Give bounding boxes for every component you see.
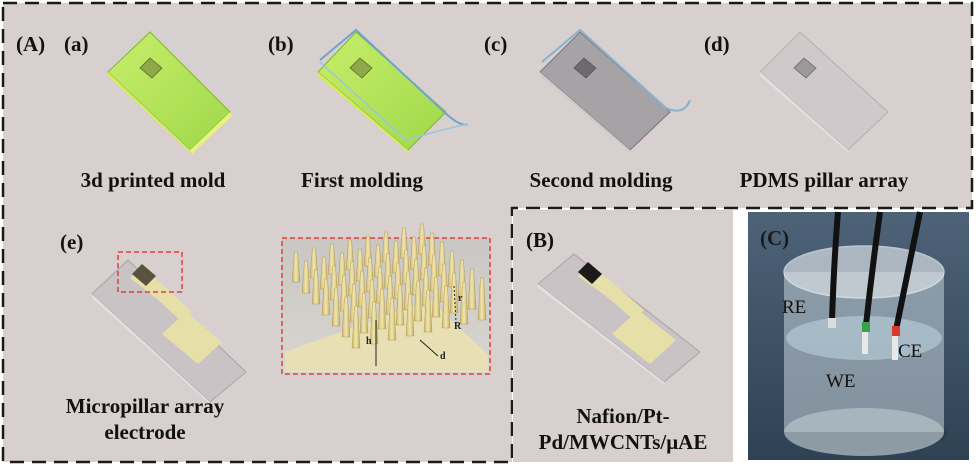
micropillar	[413, 280, 423, 322]
micropillar	[311, 269, 321, 305]
micropillar-electrode-illustration	[91, 251, 247, 406]
micropillar	[321, 278, 331, 316]
micropillar	[291, 251, 301, 283]
panel-label-C: (C)	[760, 226, 790, 250]
micropillar	[301, 260, 311, 294]
panel-label-B: (B)	[526, 228, 554, 252]
dimension-label-h: h	[366, 336, 372, 347]
caption-nafion-line2: Pd/MWCNTs/μAE	[538, 430, 708, 454]
micropillar	[395, 284, 405, 326]
panel-label-a: (a)	[64, 32, 89, 56]
electrode-label-WE: WE	[826, 371, 856, 392]
micropillar	[449, 272, 459, 314]
electrode-label-CE: CE	[898, 341, 923, 362]
micropillar	[341, 296, 351, 338]
electrode-label-RE: RE	[782, 297, 807, 318]
micropillar	[405, 293, 415, 337]
caption-3d-printed-mold: 3d printed mold	[80, 168, 226, 192]
caption-pdms-pillar-array: PDMS pillar array	[739, 168, 909, 192]
micropillar	[431, 276, 441, 318]
dimension-label-R: R	[454, 321, 462, 332]
micropillar	[351, 305, 361, 349]
beaker-illustration	[783, 211, 948, 456]
zoom-inset	[281, 223, 491, 375]
micropillar	[423, 289, 433, 333]
panel-label-b: (b)	[268, 32, 294, 56]
micropillar	[377, 288, 387, 330]
caption-first-molding: First molding	[301, 168, 423, 192]
modified-electrode-illustration	[537, 253, 701, 386]
mold-illustration	[107, 31, 232, 154]
panel-label-e: (e)	[60, 230, 84, 254]
panel-label-c: (c)	[484, 32, 508, 56]
micropillar	[459, 281, 469, 325]
panel-label-A: (A)	[16, 32, 46, 56]
micropillar	[441, 285, 451, 329]
dimension-label-d: d	[440, 351, 446, 362]
micropillar	[477, 277, 487, 321]
caption-second-molding: Second molding	[529, 168, 673, 192]
micropillar	[359, 292, 369, 334]
panel-label-d: (d)	[704, 32, 730, 56]
caption-nafion-line1: Nafion/Pt-	[576, 404, 670, 428]
caption-micropillar-array: Micropillar array	[65, 394, 225, 418]
micropillar	[387, 297, 397, 341]
micropillar	[331, 287, 341, 327]
first-molding-illustration	[317, 28, 469, 154]
micropillar	[467, 268, 477, 310]
caption-electrode: electrode	[104, 420, 186, 444]
second-molding-illustration	[539, 28, 691, 154]
dimension-label-r: r	[458, 293, 463, 304]
zoom-region-box	[117, 251, 183, 293]
pdms-pillar-illustration	[759, 31, 889, 154]
